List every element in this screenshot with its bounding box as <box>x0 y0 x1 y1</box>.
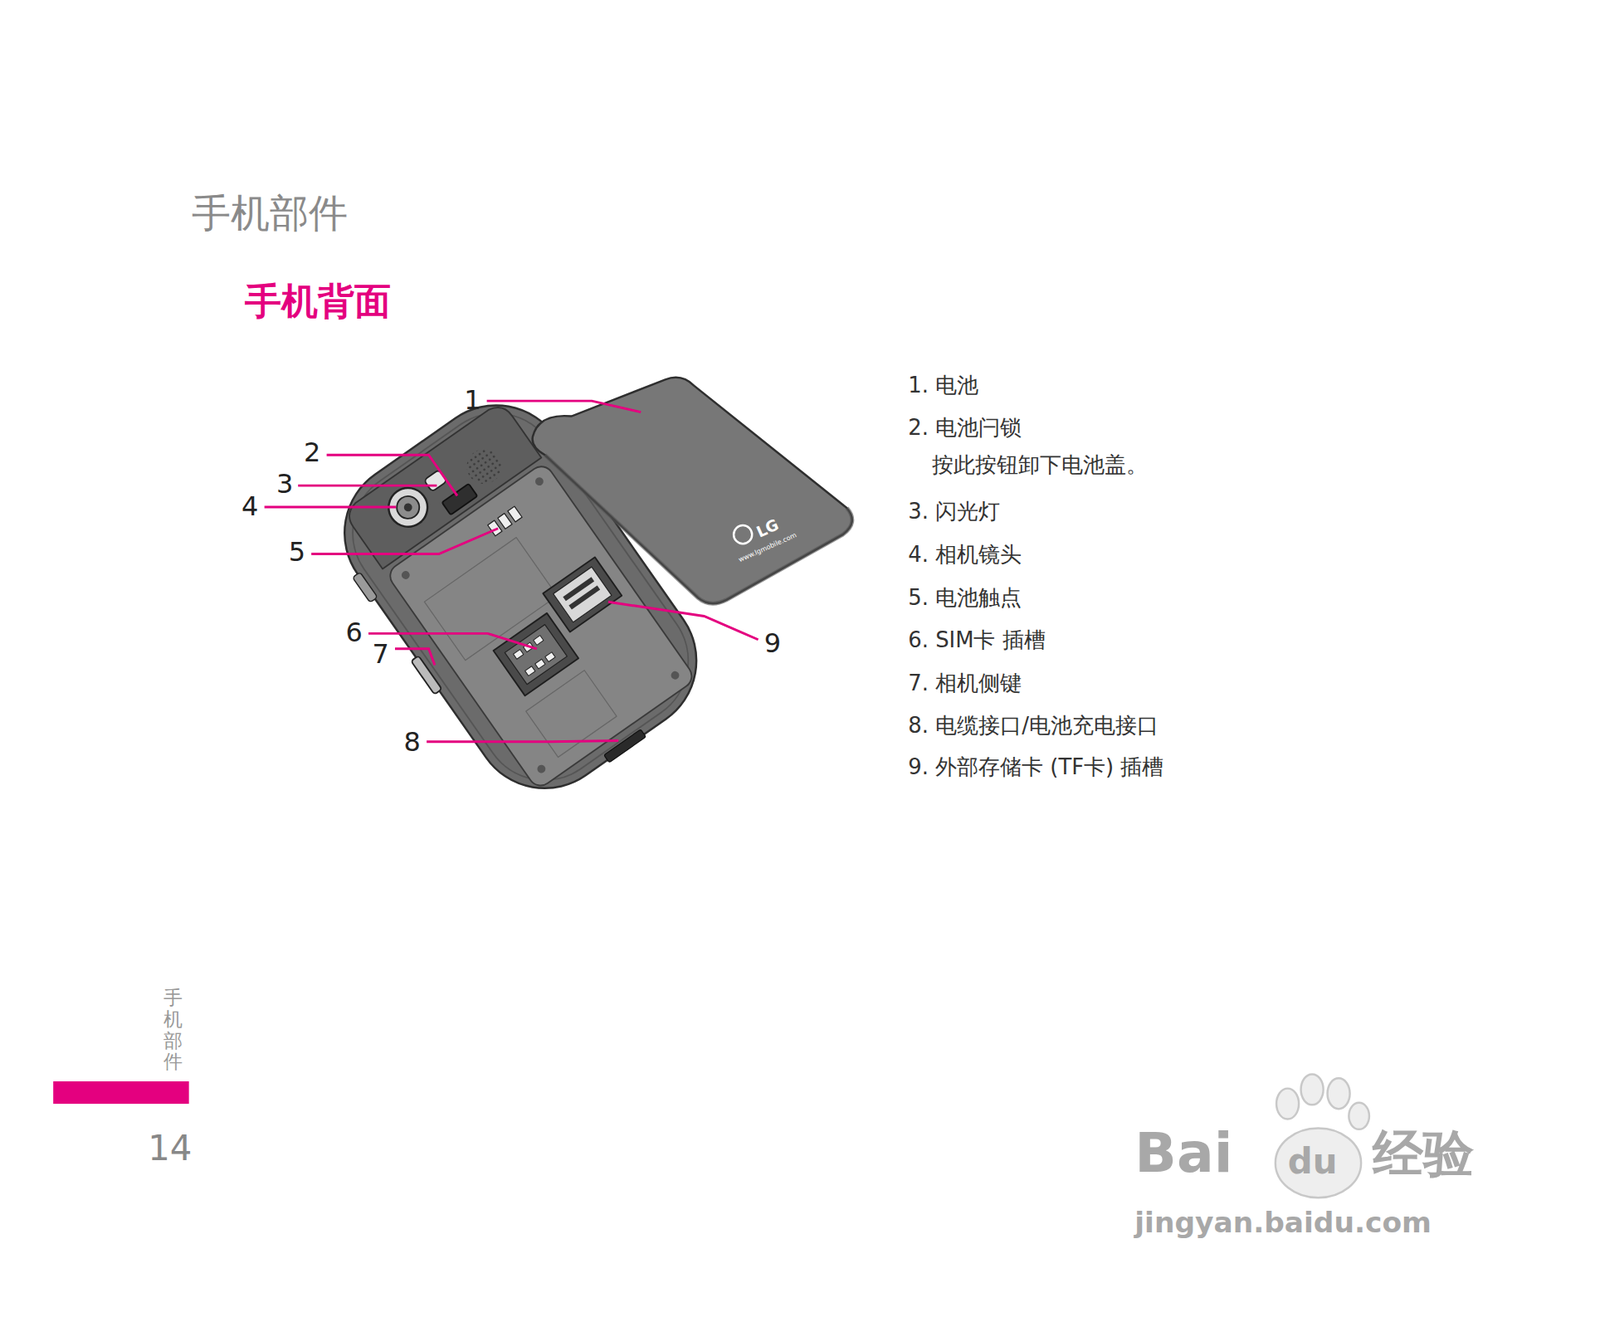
subheading: 手机背面 <box>244 278 391 323</box>
part-list-item: 6. SIM卡 插槽 <box>907 627 1045 654</box>
callout-number: 3 <box>276 468 293 500</box>
callout-number: 8 <box>404 726 421 758</box>
part-list-item: 2. 电池闩锁 <box>907 414 1022 441</box>
callout-number: 2 <box>303 436 321 469</box>
callout-number: 1 <box>463 384 481 416</box>
page-title: 手机部件 <box>191 190 348 237</box>
callout-number: 9 <box>764 626 781 659</box>
callout-number: 5 <box>288 536 306 568</box>
part-list-item: 7. 相机侧键 <box>907 670 1022 697</box>
flash <box>424 469 448 493</box>
part-note: 按此按钮卸下电池盖。 <box>931 452 1148 479</box>
watermark: Bai <box>1134 1120 1233 1187</box>
battery-latch <box>441 483 478 516</box>
watermark: 经验 <box>1372 1122 1474 1185</box>
part-list-item: 4. 相机镜头 <box>907 541 1022 568</box>
tf-slot <box>542 556 622 632</box>
section-bar <box>53 1081 189 1104</box>
speaker-grille <box>459 442 508 491</box>
part-list-item: 5. 电池触点 <box>907 585 1022 611</box>
battery-cover <box>532 377 853 604</box>
callout-number: 6 <box>345 616 362 649</box>
watermark-url: jingyan.baidu.com <box>1134 1205 1432 1240</box>
watermark: du <box>1287 1141 1338 1183</box>
part-list-item: 8. 电缆接口/电池充电接口 <box>907 712 1159 739</box>
page-number: 14 <box>147 1127 192 1170</box>
leader-lines <box>264 400 759 742</box>
camera-side-key <box>410 655 442 695</box>
side-section-label: 手机部件 <box>163 987 183 1074</box>
part-list-item: 1. 电池 <box>907 372 979 399</box>
callout-number: 4 <box>241 490 259 522</box>
watermark-paw <box>1275 1073 1370 1198</box>
cable-port <box>604 729 647 763</box>
part-list-item: 9. 外部存储卡 (TF卡) 插槽 <box>907 754 1164 781</box>
part-list-item: 3. 闪光灯 <box>907 498 1000 525</box>
callout-number: 7 <box>371 638 389 670</box>
